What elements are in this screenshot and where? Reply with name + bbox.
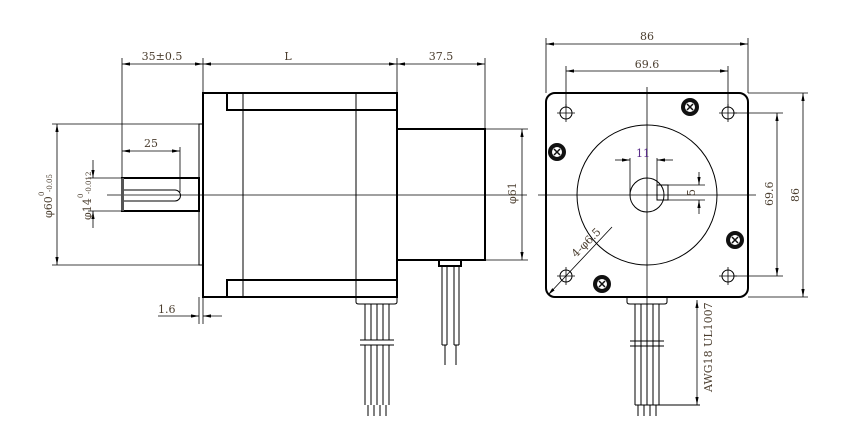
dim-body-length: L (284, 50, 292, 63)
dim-rear-diameter: φ61 (506, 182, 519, 204)
dim-shaft-length: 35±0.5 (142, 50, 183, 63)
dim-shaft-diameter: φ14 0 -0.012 (77, 172, 94, 220)
side-leads (360, 304, 394, 416)
dim-width: 86 (640, 30, 654, 43)
dim-hole-spacing-vertical: 69.6 (763, 182, 776, 207)
dim-key-width: 5 (685, 189, 698, 196)
mounting-holes (557, 104, 737, 285)
svg-text:0: 0 (38, 192, 46, 196)
rear-housing (396, 128, 486, 261)
dim-height: 86 (789, 188, 802, 202)
dim-rear-length: 37.5 (429, 50, 454, 63)
dim-hole-spacing: 69.6 (635, 58, 660, 71)
lead-wire-spec: AWG18 UL1007 (702, 302, 715, 393)
shaft-key (124, 189, 181, 202)
dim-shaft-flat: 11 (636, 147, 650, 160)
side-view: 35±0.5 L 37.5 25 φ60 0 -0.05 φ14 0 -0.01… (38, 50, 528, 416)
shaft (121, 177, 200, 212)
dim-pilot-height: 1.6 (158, 303, 176, 316)
svg-text:-0.012: -0.012 (85, 172, 93, 194)
svg-text:φ60: φ60 (42, 196, 55, 218)
screw-icons (548, 98, 744, 293)
boss-circle (576, 124, 718, 266)
front-leads (630, 304, 700, 416)
rear-wires (441, 266, 460, 365)
svg-text:-0.05: -0.05 (46, 174, 54, 192)
dim-key-length: 25 (144, 137, 158, 150)
front-view: AWG18 UL1007 86 69.6 69.6 86 11 5 4-φ6.5 (538, 30, 808, 416)
dim-pilot-diameter: φ60 0 -0.05 (38, 174, 55, 218)
svg-text:0: 0 (77, 194, 85, 198)
svg-text:φ14: φ14 (81, 198, 94, 220)
